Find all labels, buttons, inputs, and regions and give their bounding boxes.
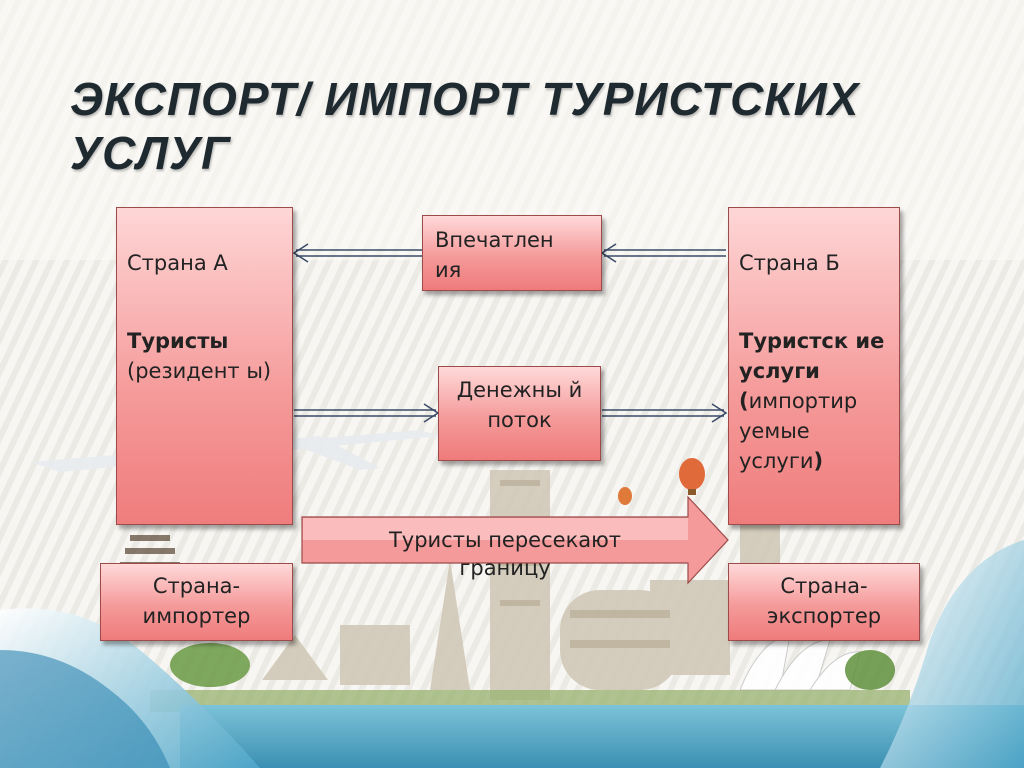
country-b-services: Туристск ие услуги xyxy=(739,329,885,383)
importer-label-box: Страна- импортер xyxy=(100,563,293,641)
money-flow-label: Денежны й поток xyxy=(456,378,583,432)
country-b-box: Страна Б Туристск ие услуги (импортир уе… xyxy=(728,207,900,525)
country-a-box: Страна А Туристы (резидент ы) xyxy=(116,207,293,525)
country-b-paren-close: ) xyxy=(813,449,824,473)
exporter-label-box: Страна- экспортер xyxy=(728,563,920,641)
importer-label: Страна- импортер xyxy=(142,574,251,628)
impressions-box: Впечатлен ия xyxy=(422,215,602,291)
impressions-label: Впечатлен ия xyxy=(435,228,554,282)
country-b-paren-open: ( xyxy=(739,389,749,413)
country-b-name: Страна Б xyxy=(739,251,840,275)
country-b-imported: импортир уемые услуги xyxy=(739,389,858,473)
slide-title: ЭКСПОРТ/ ИМПОРТ ТУРИСТСКИХ УСЛУГ xyxy=(70,73,860,179)
balloon-icon xyxy=(618,458,705,505)
country-a-tourists: Туристы xyxy=(127,329,229,353)
money-flow-box: Денежны й поток xyxy=(438,366,601,461)
border-crossing-label: Туристы пересекают границу xyxy=(388,528,622,580)
country-a-name: Страна А xyxy=(127,251,228,275)
exporter-label: Страна- экспортер xyxy=(766,574,882,628)
country-a-residents: (резидент ы) xyxy=(127,359,272,383)
